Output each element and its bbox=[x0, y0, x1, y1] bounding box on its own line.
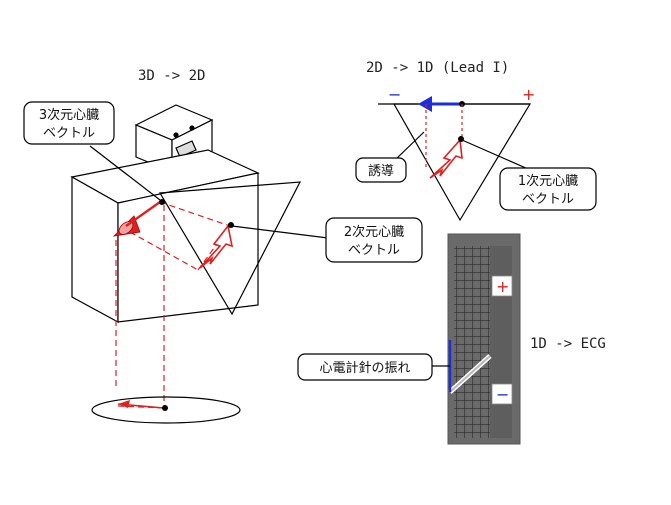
ground-vector bbox=[117, 400, 168, 411]
lead-triangle bbox=[378, 96, 532, 222]
lead-minus-sign: − bbox=[388, 85, 401, 104]
callout-1d-vector: 1次元心臓 ベクトル bbox=[499, 167, 597, 211]
heart-vector-3d bbox=[112, 199, 165, 237]
robot-figure bbox=[70, 104, 260, 324]
lead-plus-sign: + bbox=[522, 85, 535, 104]
heading-2d-to-1d: 2D -> 1D (Lead I) bbox=[366, 60, 509, 76]
callout-lead-text: 誘導 bbox=[368, 164, 394, 179]
vector-1d-arrowhead bbox=[418, 96, 432, 112]
callout-1d-line1: 1次元心臓 bbox=[518, 173, 578, 189]
heading-1d-to-ecg: 1D -> ECG bbox=[530, 336, 606, 352]
robot-eye-right bbox=[189, 125, 195, 131]
ecg-plus-sign: + bbox=[496, 277, 509, 296]
ground-ellipse bbox=[91, 396, 241, 424]
ecg-minus-box bbox=[491, 383, 513, 405]
robot-body-front bbox=[117, 172, 259, 323]
callout-needle-text: 心電計針の振れ bbox=[319, 360, 410, 376]
ecg-grid bbox=[454, 246, 490, 438]
projection-triangle bbox=[158, 181, 302, 316]
ecg-plus-box bbox=[491, 275, 513, 297]
callout-2d-line2: ベクトル bbox=[348, 243, 400, 258]
ecg-strip bbox=[447, 233, 521, 445]
callout-3d-vector: 3次元心臓 ベクトル bbox=[23, 101, 115, 145]
heading-3d-to-2d: 3D -> 2D bbox=[138, 68, 205, 84]
ecg-minus-sign: − bbox=[496, 385, 509, 404]
callout-3d-line1: 3次元心臓 bbox=[39, 107, 99, 123]
robot-nose bbox=[175, 140, 197, 158]
callout-lead: 誘導 bbox=[355, 157, 407, 183]
robot-body-left bbox=[71, 175, 119, 324]
vector-3d-origin bbox=[159, 199, 165, 205]
callout-2d-vector: 2次元心臓 ベクトル bbox=[325, 217, 423, 263]
robot-eye-left bbox=[173, 132, 179, 138]
callout-1d-line2: ベクトル bbox=[522, 192, 574, 207]
callout-needle: 心電計針の振れ bbox=[297, 353, 433, 381]
callout-2d-line1: 2次元心臓 bbox=[344, 224, 404, 240]
vector-3d-line bbox=[125, 201, 161, 227]
callout-3d-line2: ベクトル bbox=[43, 126, 95, 141]
